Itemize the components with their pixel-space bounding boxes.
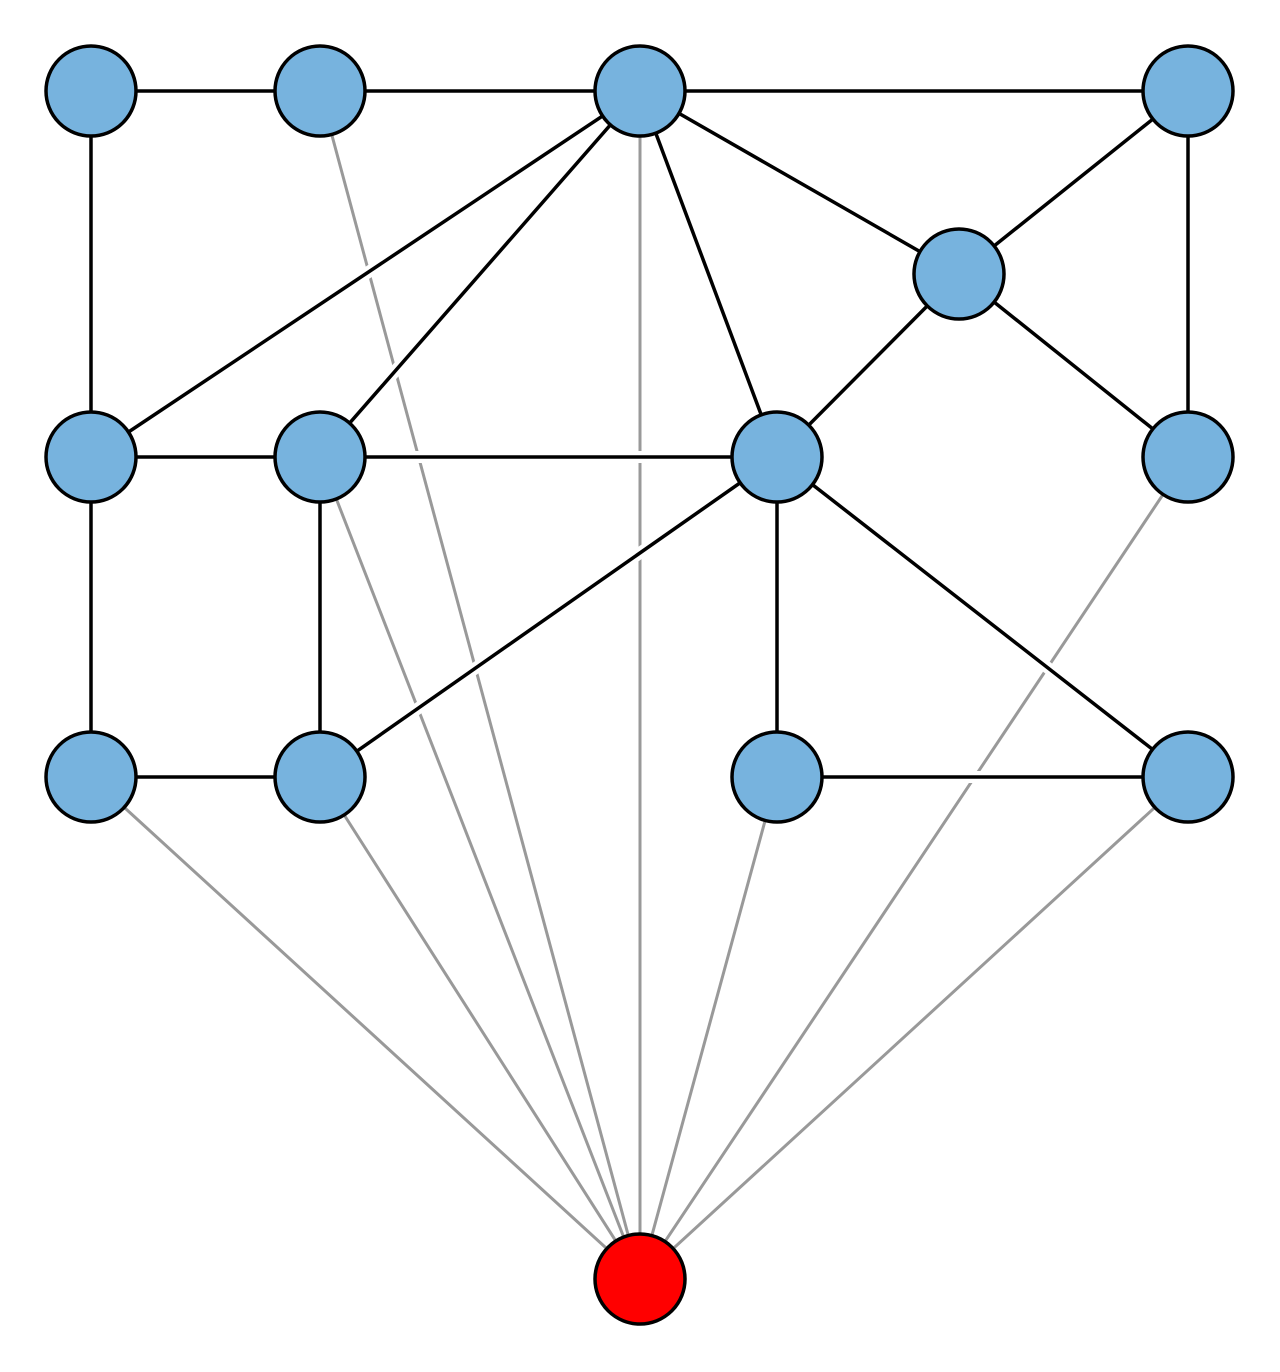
node-A bbox=[44, 44, 138, 138]
edge-C-H bbox=[638, 90, 779, 458]
edge-H-K bbox=[318, 455, 779, 779]
node-M bbox=[1141, 730, 1235, 824]
node-E bbox=[912, 227, 1006, 321]
apex-edge-B-R bbox=[318, 90, 642, 1280]
apex-edge-J-R bbox=[89, 775, 642, 1281]
apex-edge-G-R bbox=[318, 456, 642, 1280]
apex-edge-L-R bbox=[638, 776, 779, 1280]
node-I bbox=[1141, 410, 1235, 504]
node-L bbox=[730, 730, 824, 824]
edge-D-E bbox=[957, 89, 1190, 276]
node-D bbox=[1141, 44, 1235, 138]
edge-C-F bbox=[90, 89, 641, 459]
node-F bbox=[44, 410, 138, 504]
edge-H-M bbox=[775, 455, 1190, 779]
node-B bbox=[273, 44, 367, 138]
apex-edge-K-R bbox=[318, 776, 642, 1280]
edge-E-I bbox=[957, 272, 1190, 459]
apex-node-R bbox=[593, 1232, 687, 1326]
apex-edge-I-R bbox=[638, 456, 1190, 1280]
node-J bbox=[44, 730, 138, 824]
node-C bbox=[593, 44, 687, 138]
node-G bbox=[273, 410, 367, 504]
node-H bbox=[730, 410, 824, 504]
edge-C-E bbox=[639, 89, 960, 276]
nodes bbox=[44, 44, 1235, 1326]
edge-C-G bbox=[318, 89, 642, 459]
apex-edges bbox=[89, 90, 1190, 1281]
apex-edge-M-R bbox=[638, 775, 1190, 1281]
node-K bbox=[273, 730, 367, 824]
